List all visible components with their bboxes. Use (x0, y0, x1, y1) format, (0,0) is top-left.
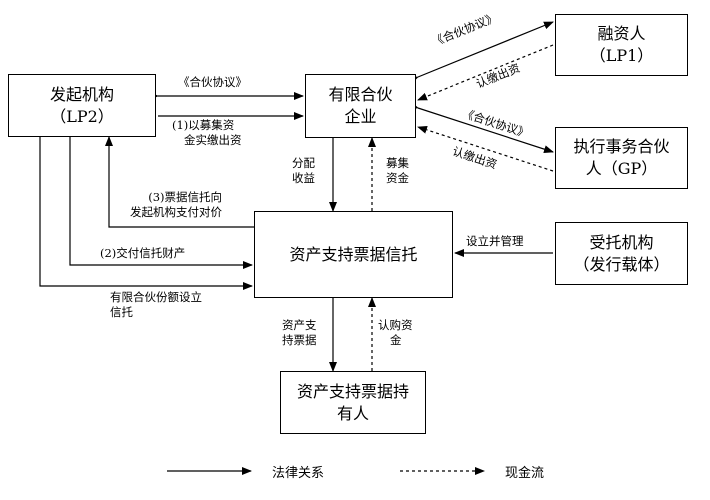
lp1-contribution-arrow (417, 44, 554, 101)
agreement-lp2-label: 《合伙协议》 (178, 75, 247, 89)
consideration-arrow (105, 136, 254, 228)
deliver-property-label: (2)交付信托财产 (100, 246, 186, 260)
pay-consideration-label: (3)票据信托向 发起机构支付对价 (130, 190, 222, 220)
contribution-lp2-line2: 金实缴出资 (184, 132, 242, 147)
lp1-role: （LP1） (589, 46, 654, 65)
gp-line2: 人（GP） (585, 159, 658, 178)
partnership-line1: 有限合伙 (328, 85, 393, 105)
share-trust-line2: 信托 (110, 304, 133, 319)
trustee-name: 受托机构 (589, 232, 654, 252)
contribution-lp2-label: (1)以募集资 金实缴出资 (172, 118, 242, 148)
lp2-role: （LP2） (50, 106, 114, 126)
distribute-line2: 收益 (292, 170, 315, 185)
lp2-name: 发起机构 (49, 84, 114, 104)
notes-label: 资产支 持票据 (282, 318, 317, 348)
distribute-line1: 分配 (292, 156, 315, 170)
partnership-line2: 企业 (344, 107, 377, 126)
notes-line1: 资产支 (282, 318, 317, 332)
legend-cash-text: 现金流 (505, 466, 545, 481)
holder-box: 资产支持票据持 有人 (280, 371, 426, 434)
subscribe-line1: 认购资 (378, 318, 413, 332)
raise-line1: 募集 (386, 156, 409, 170)
lp1-name: 融资人 (597, 24, 646, 44)
trustee-role: （发行载体） (573, 254, 670, 274)
share-trust-label: 有限合伙份额设立 信托 (110, 290, 202, 320)
pay-consideration-line2: 发起机构支付对价 (130, 204, 222, 219)
gp-box: 执行事务合伙 人（GP） (555, 127, 688, 189)
holder-line2: 有人 (336, 403, 369, 423)
raise-line2: 资金 (386, 170, 409, 185)
gp-agreement-arrow (408, 101, 554, 154)
pay-consideration-line1: (3)票据信托向 (148, 190, 222, 204)
subscribe-line2: 金 (390, 332, 402, 347)
trustee-box: 受托机构 （发行载体） (555, 222, 688, 285)
lp1-box: 融资人 （LP1） (555, 14, 688, 76)
holder-line1: 资产支持票据持 (296, 381, 409, 401)
distribute-label: 分配 收益 (292, 156, 315, 186)
raise-label: 募集 资金 (386, 156, 409, 186)
lp1-agreement-arrow (408, 21, 554, 85)
legend-legal-text: 法律关系 (272, 466, 325, 481)
lp2-box: 发起机构 （LP2） (8, 74, 156, 137)
notes-line2: 持票据 (282, 332, 317, 347)
share-trust-line1: 有限合伙份额设立 (110, 290, 202, 304)
share-trust-arrow (39, 137, 253, 290)
deliver-property-arrow (69, 137, 253, 269)
partnership-box: 有限合伙 企业 (305, 74, 416, 138)
setup-manage-label: 设立并管理 (466, 234, 524, 248)
trust-box: 资产支持票据信托 (254, 211, 453, 298)
trust-name: 资产支持票据信托 (289, 244, 418, 264)
contribution-lp2-line1: (1)以募集资 (172, 118, 235, 132)
gp-line1: 执行事务合伙 (573, 137, 670, 157)
subscribe-label: 认购资 金 (378, 318, 413, 348)
